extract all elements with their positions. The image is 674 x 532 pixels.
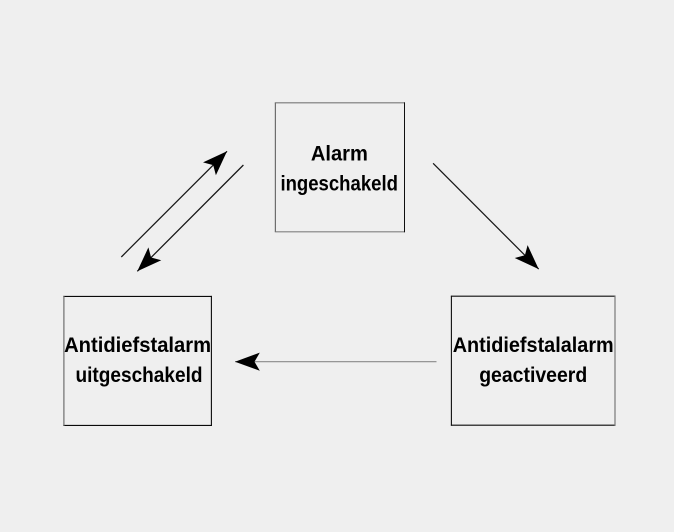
svg-text:geactiveerd: geactiveerd — [479, 364, 587, 387]
svg-text:Antidiefstalarm: Antidiefstalarm — [64, 334, 211, 357]
svg-text:ingeschakeld: ingeschakeld — [280, 173, 398, 196]
svg-text:Alarm: Alarm — [311, 143, 368, 166]
svg-text:uitgeschakeld: uitgeschakeld — [76, 364, 203, 387]
svg-text:Antidiefstalalarm: Antidiefstalalarm — [453, 334, 614, 357]
